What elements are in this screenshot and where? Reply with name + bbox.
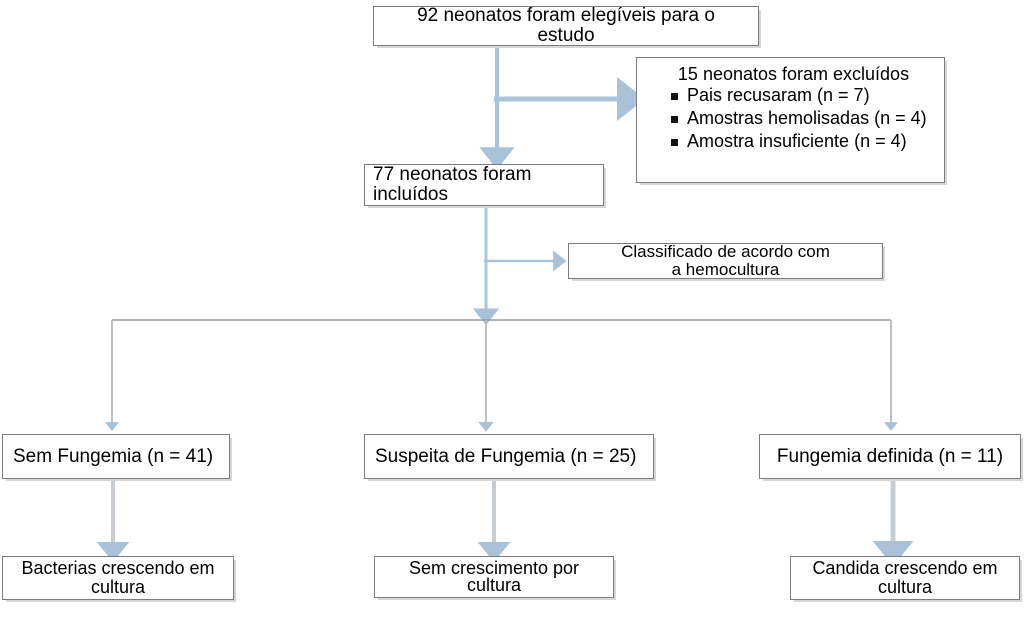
list-item-label: Pais recusaram (n = 7)	[687, 85, 870, 106]
list-item-label: Amostra insuficiente (n = 4)	[687, 130, 907, 151]
node-included-label: 77 neonatos foram incluídos	[373, 164, 532, 205]
node-candida-label: Candida crescendo em cultura	[812, 558, 998, 597]
list-item-label: Amostras hemolisadas (n = 4)	[687, 107, 927, 128]
node-sem-fungemia-label: Sem Fungemia (n = 41)	[13, 445, 214, 467]
split-bus	[104, 319, 899, 432]
node-excluded-title: 15 neonatos foram excluídos	[677, 64, 910, 84]
list-item: Pais recusaram (n = 7)	[671, 84, 934, 107]
node-eligible[interactable]: 92 neonatos foram elegíveis para o estud…	[373, 6, 759, 46]
square-bullet-icon	[671, 93, 678, 101]
node-excluded[interactable]: 15 neonatos foram excluídos Pais recusar…	[636, 57, 945, 183]
node-suspeita-fungemia[interactable]: Suspeita de Fungemia (n = 25)	[364, 434, 654, 479]
node-bacterias-label: Bacterias crescendo em cultura	[21, 558, 215, 597]
node-fungemia-definida-label: Fungemia definida (n = 11)	[776, 445, 1004, 467]
node-bacterias[interactable]: Bacterias crescendo em cultura	[2, 556, 234, 600]
node-sem-fungemia[interactable]: Sem Fungemia (n = 41)	[2, 434, 230, 479]
node-eligible-label: 92 neonatos foram elegíveis para o estud…	[417, 5, 715, 46]
node-excluded-list: Pais recusaram (n = 7) Amostras hemolisa…	[649, 84, 934, 152]
node-fungemia-definida[interactable]: Fungemia definida (n = 11)	[759, 434, 1021, 479]
square-bullet-icon	[671, 138, 678, 146]
square-bullet-icon	[671, 115, 678, 123]
node-included[interactable]: 77 neonatos foram incluídos	[364, 164, 604, 206]
node-classified[interactable]: Classificado de acordo com a hemocultura	[568, 243, 883, 279]
list-item: Amostra insuficiente (n = 4)	[671, 130, 934, 153]
node-sem-crescimento-label: Sem crescimento por cultura	[408, 558, 580, 595]
node-candida[interactable]: Candida crescendo em cultura	[790, 556, 1020, 600]
node-suspeita-fungemia-label: Suspeita de Fungemia (n = 25)	[375, 445, 637, 467]
list-item: Amostras hemolisadas (n = 4)	[671, 107, 934, 130]
node-sem-crescimento[interactable]: Sem crescimento por cultura	[374, 556, 614, 598]
node-classified-label: Classificado de acordo com a hemocultura	[621, 242, 830, 279]
